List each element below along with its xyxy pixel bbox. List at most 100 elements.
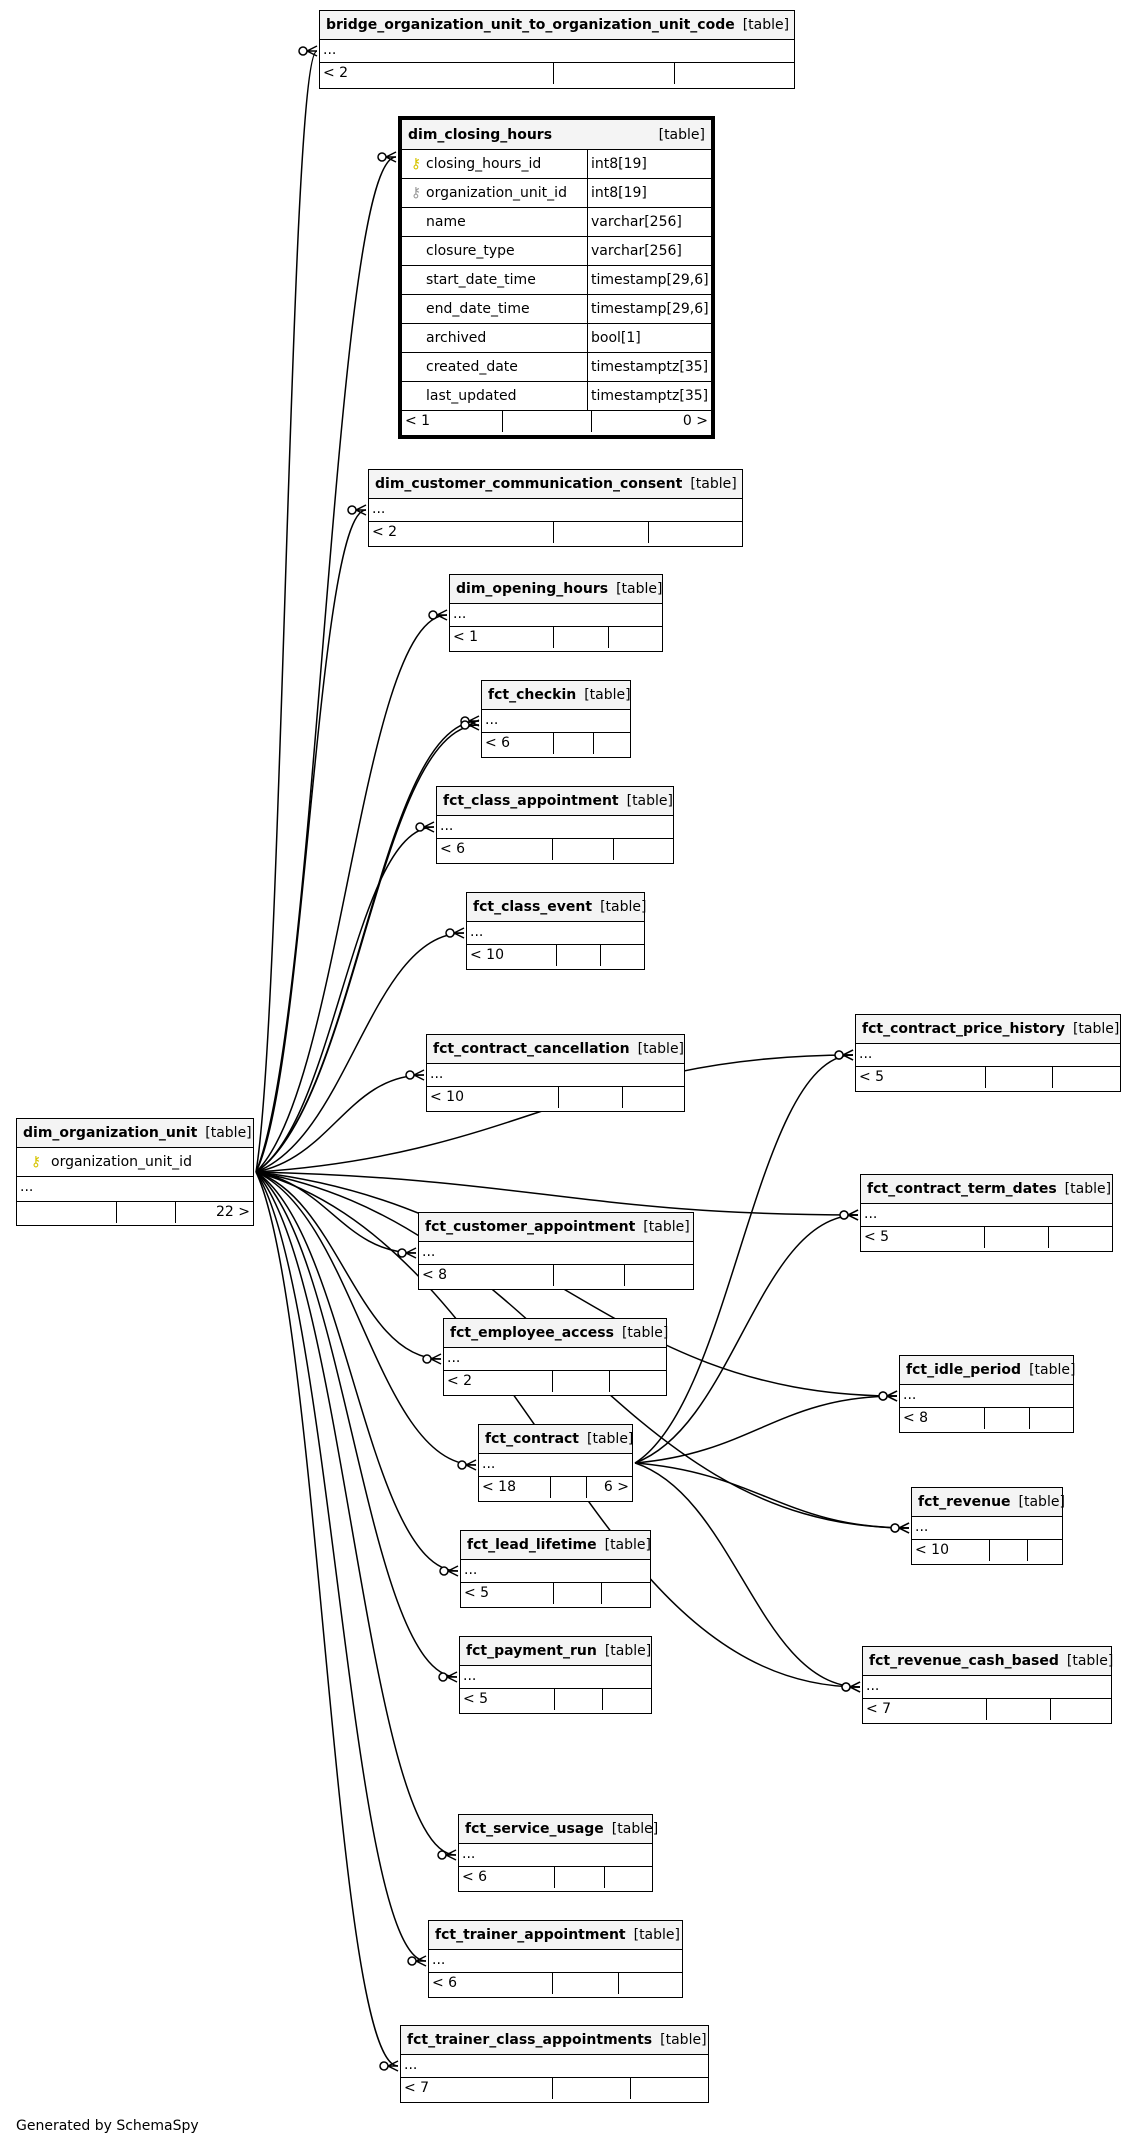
table-header[interactable]: dim_customer_communication_consent[table… [369, 470, 742, 499]
column-row[interactable]: ⚷organization_unit_id [17, 1148, 253, 1177]
child-count[interactable] [601, 1583, 650, 1604]
table-fct-payment-run[interactable]: fct_payment_run[table] ... < 5 [459, 1636, 652, 1714]
table-header[interactable]: fct_class_event[table] [467, 893, 646, 922]
child-count[interactable] [1050, 1699, 1111, 1720]
columns-ellipsis[interactable]: ... [900, 1385, 1073, 1408]
child-count[interactable] [613, 839, 673, 860]
table-header[interactable]: fct_contract_cancellation[table] [427, 1035, 684, 1064]
columns-ellipsis[interactable]: ... [479, 1454, 632, 1477]
table-fct-trainer-class-appointments[interactable]: fct_trainer_class_appointments[table] ..… [400, 2025, 709, 2103]
child-count[interactable] [1027, 1540, 1062, 1561]
columns-ellipsis[interactable]: ... [450, 604, 662, 627]
child-count[interactable] [1052, 1067, 1120, 1088]
parent-count[interactable]: < 1 [453, 629, 479, 645]
child-count[interactable] [648, 522, 742, 543]
columns-ellipsis[interactable]: ... [437, 816, 673, 839]
table-header[interactable]: fct_idle_period[table] [900, 1356, 1075, 1385]
parent-count[interactable]: < 10 [430, 1089, 464, 1105]
parent-count[interactable]: < 2 [447, 1373, 473, 1389]
parent-count[interactable]: < 5 [864, 1229, 890, 1245]
columns-ellipsis[interactable]: ... [369, 499, 742, 522]
child-count[interactable]: 22 > [175, 1202, 253, 1223]
parent-count[interactable]: < 18 [482, 1479, 516, 1495]
table-header[interactable]: fct_revenue[table] [912, 1488, 1065, 1517]
table-dim-organization-unit[interactable]: dim_organization_unit[table] ⚷organizati… [16, 1118, 254, 1226]
table-header[interactable]: fct_checkin[table] [482, 681, 631, 710]
table-header[interactable]: fct_employee_access[table] [444, 1319, 668, 1348]
child-count[interactable] [593, 733, 630, 754]
child-count[interactable] [630, 2078, 708, 2099]
parent-count[interactable]: < 1 [405, 413, 431, 429]
columns-ellipsis[interactable]: ... [861, 1204, 1112, 1227]
table-fct-customer-appointment[interactable]: fct_customer_appointment[table] ... < 8 [418, 1212, 694, 1290]
table-dim-customer-communication-consent[interactable]: dim_customer_communication_consent[table… [368, 469, 743, 547]
child-count[interactable] [618, 1973, 682, 1994]
parent-count[interactable]: < 6 [485, 735, 511, 751]
table-dim-closing-hours[interactable]: dim_closing_hours[table] ⚷closing_hours_… [398, 116, 715, 439]
parent-count[interactable]: < 5 [464, 1585, 490, 1601]
table-header[interactable]: fct_contract_term_dates[table] [861, 1175, 1112, 1204]
columns-ellipsis[interactable]: ... [460, 1666, 651, 1689]
columns-ellipsis[interactable]: ... [444, 1348, 666, 1371]
table-header[interactable]: fct_trainer_appointment[table] [429, 1921, 682, 1950]
table-fct-class-event[interactable]: fct_class_event[table] ... < 10 [466, 892, 646, 970]
table-fct-idle-period[interactable]: fct_idle_period[table] ... < 8 [899, 1355, 1075, 1433]
child-count[interactable] [604, 1867, 652, 1888]
child-count[interactable] [608, 627, 662, 648]
columns-ellipsis[interactable]: ... [461, 1560, 650, 1583]
columns-ellipsis[interactable]: ... [429, 1950, 682, 1973]
table-fct-class-appointment[interactable]: fct_class_appointment[table] ... < 6 [436, 786, 674, 864]
columns-ellipsis[interactable]: ... [482, 710, 630, 733]
table-header[interactable]: fct_contract[table] [479, 1425, 633, 1454]
table-fct-revenue[interactable]: fct_revenue[table] ... < 10 [911, 1487, 1065, 1565]
table-dim-opening-hours[interactable]: dim_opening_hours[table] ... < 1 [449, 574, 663, 652]
child-count[interactable] [602, 1689, 651, 1710]
columns-ellipsis[interactable]: ... [427, 1064, 684, 1087]
columns-ellipsis[interactable]: ... [459, 1844, 652, 1867]
child-count[interactable] [1048, 1227, 1112, 1248]
table-header[interactable]: fct_lead_lifetime[table] [461, 1531, 651, 1560]
child-count[interactable] [622, 1087, 684, 1108]
table-fct-lead-lifetime[interactable]: fct_lead_lifetime[table] ... < 5 [460, 1530, 651, 1608]
columns-ellipsis[interactable]: ... [863, 1676, 1111, 1699]
table-header[interactable]: dim_organization_unit[table] [17, 1119, 253, 1148]
parent-count[interactable]: < 8 [903, 1410, 929, 1426]
parent-count[interactable]: < 5 [859, 1069, 885, 1085]
table-fct-contract[interactable]: fct_contract[table] ... < 18 6 > [478, 1424, 633, 1502]
table-fct-revenue-cash-based[interactable]: fct_revenue_cash_based[table] ... < 7 [862, 1646, 1113, 1724]
table-header[interactable]: fct_payment_run[table] [460, 1637, 651, 1666]
child-count[interactable] [624, 1265, 693, 1286]
child-count[interactable]: 0 > [591, 411, 711, 432]
table-fct-employee-access[interactable]: fct_employee_access[table] ... < 2 [443, 1318, 668, 1396]
table-header[interactable]: fct_class_appointment[table] [437, 787, 673, 816]
table-header[interactable]: fct_revenue_cash_based[table] [863, 1647, 1113, 1676]
columns-ellipsis[interactable]: ... [320, 40, 794, 63]
table-header[interactable]: fct_customer_appointment[table] [419, 1213, 693, 1242]
child-count[interactable] [609, 1371, 666, 1392]
columns-ellipsis[interactable]: ... [419, 1242, 693, 1265]
parent-count[interactable]: < 2 [323, 65, 349, 81]
table-fct-checkin[interactable]: fct_checkin[table] ... < 6 [481, 680, 631, 758]
parent-count[interactable]: < 6 [432, 1975, 458, 1991]
columns-ellipsis[interactable]: ... [467, 922, 644, 945]
table-fct-contract-price-history[interactable]: fct_contract_price_history[table] ... < … [855, 1014, 1121, 1092]
parent-count[interactable]: < 7 [866, 1701, 892, 1717]
parent-count[interactable]: < 10 [470, 947, 504, 963]
child-count[interactable]: 6 > [586, 1477, 632, 1498]
columns-ellipsis[interactable]: ... [17, 1177, 253, 1202]
table-fct-service-usage[interactable]: fct_service_usage[table] ... < 6 [458, 1814, 658, 1892]
table-bridge-organization-unit[interactable]: bridge_organization_unit_to_organization… [319, 10, 795, 89]
table-fct-contract-term-dates[interactable]: fct_contract_term_dates[table] ... < 5 [860, 1174, 1113, 1252]
table-header[interactable]: fct_contract_price_history[table] [856, 1015, 1120, 1044]
child-count[interactable] [674, 63, 794, 84]
table-header[interactable]: bridge_organization_unit_to_organization… [320, 11, 794, 40]
table-fct-contract-cancellation[interactable]: fct_contract_cancellation[table] ... < 1… [426, 1034, 685, 1112]
parent-count[interactable]: < 6 [462, 1869, 488, 1885]
